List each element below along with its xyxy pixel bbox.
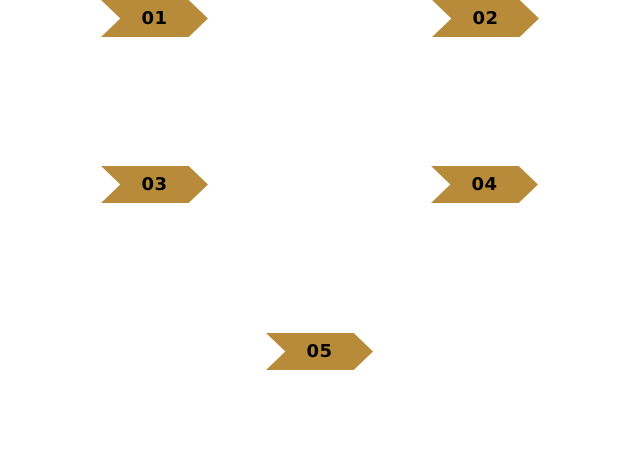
step-05-chevron: 05 — [266, 333, 373, 370]
step-02-chevron: 02 — [432, 0, 539, 37]
step-03-chevron: 03 — [101, 166, 208, 203]
step-label: 05 — [306, 340, 333, 362]
step-label: 02 — [472, 7, 499, 29]
step-01-chevron: 01 — [101, 0, 208, 37]
step-label: 04 — [471, 173, 498, 195]
step-04-chevron: 04 — [431, 166, 538, 203]
step-label: 01 — [141, 7, 168, 29]
step-label: 03 — [141, 173, 168, 195]
